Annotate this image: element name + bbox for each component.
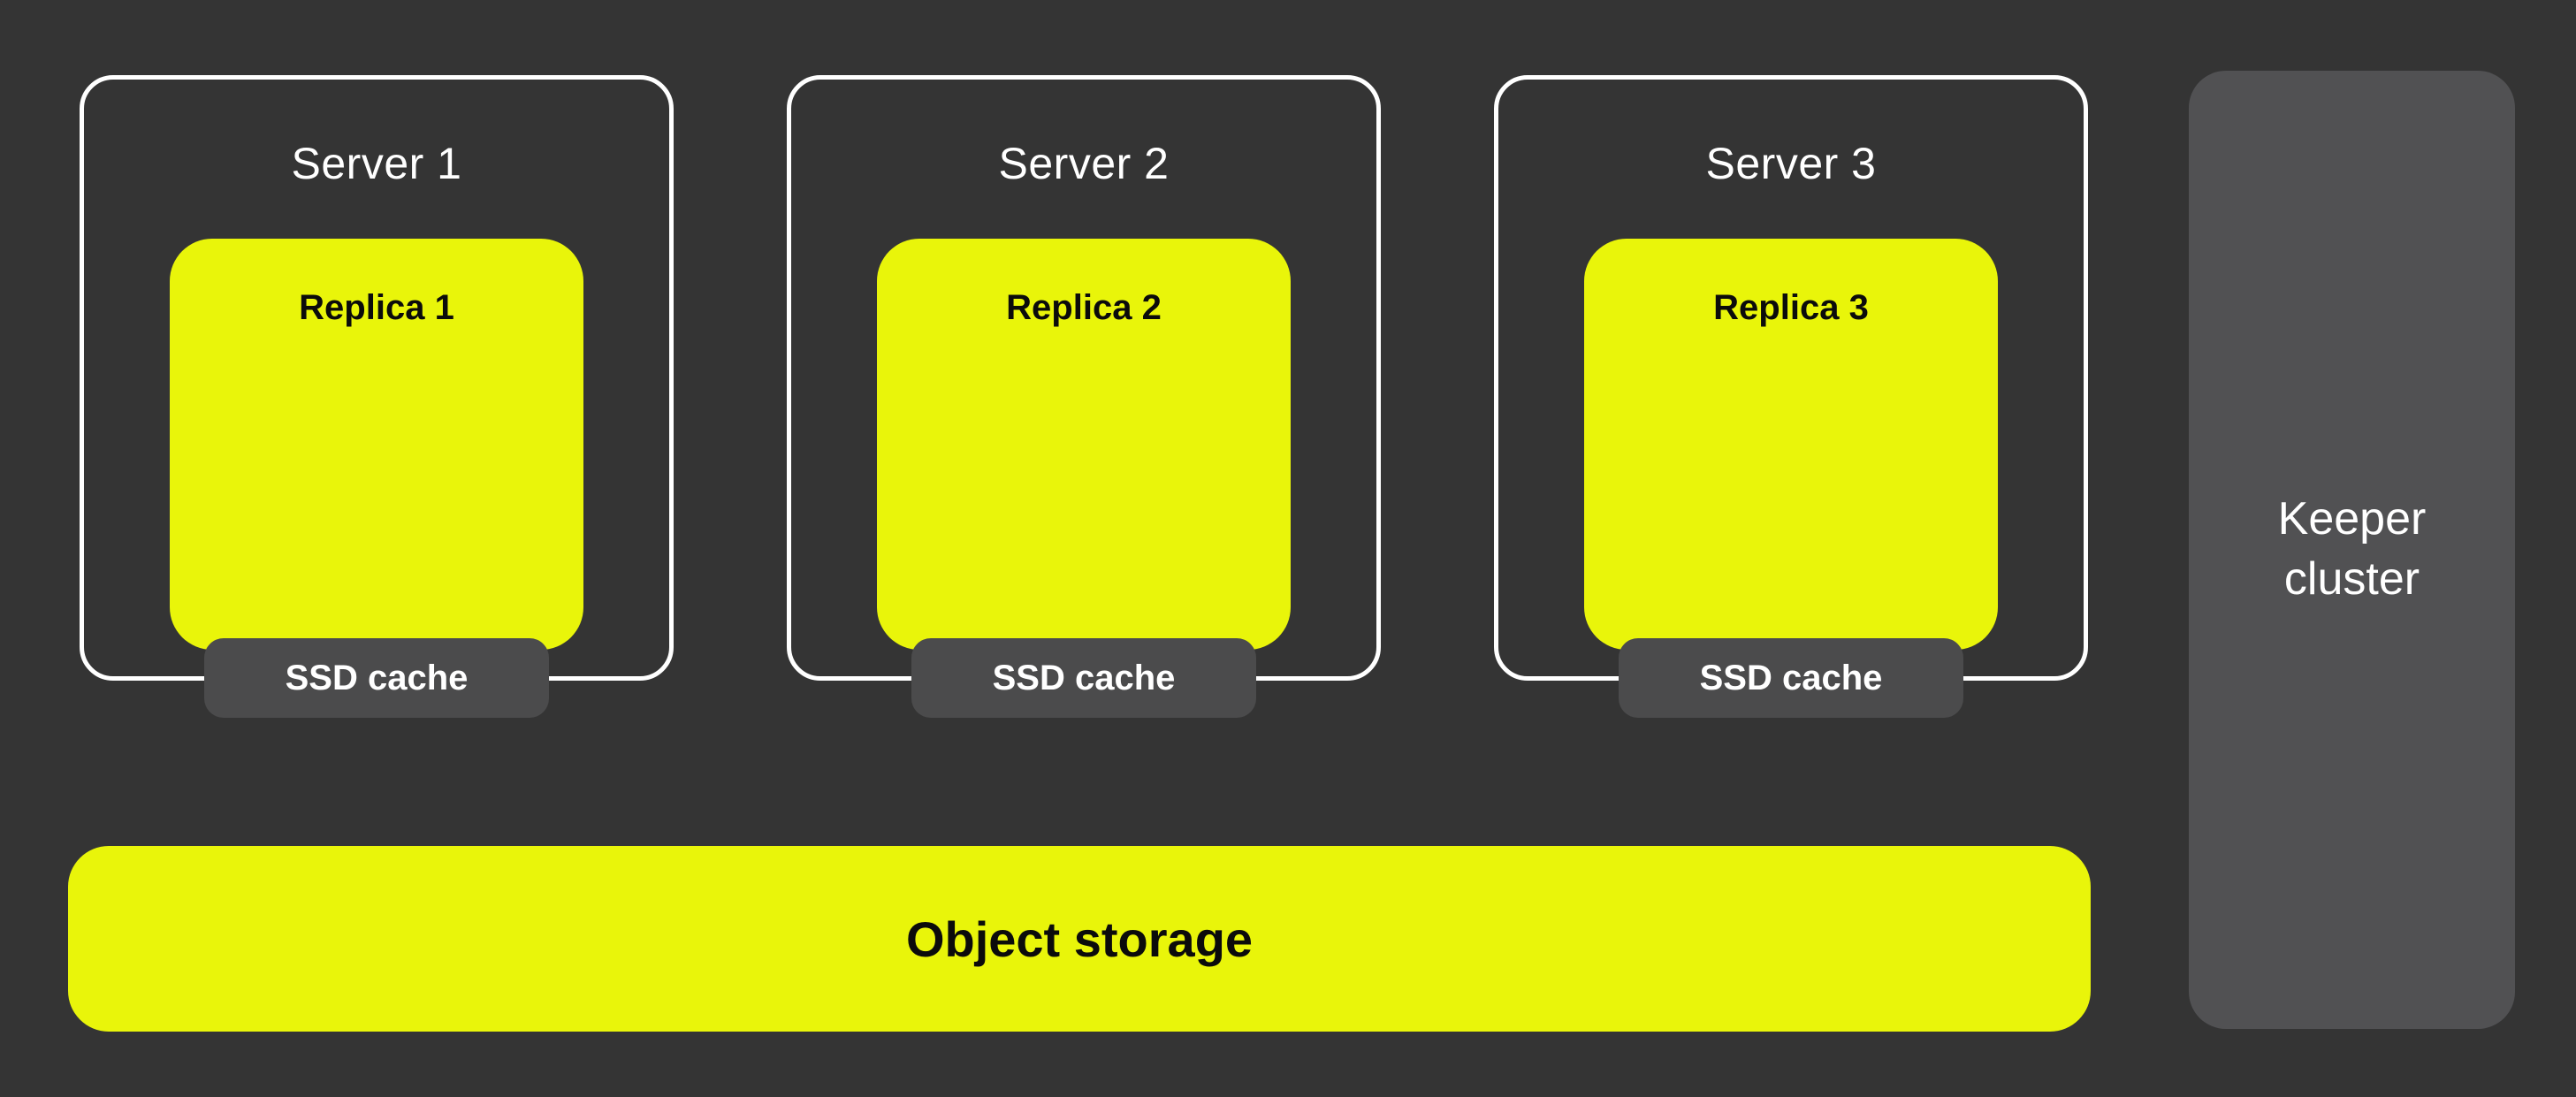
ssd-cache-label-3: SSD cache — [1699, 658, 1883, 697]
server-1-box: Server 1 Replica 1 SSD cache — [80, 75, 674, 718]
replica-1-label: Replica 1 — [299, 288, 454, 327]
replica-2-box: Replica 2 — [877, 239, 1291, 650]
server-2-title: Server 2 — [998, 139, 1170, 188]
server-3-box: Server 3 Replica 3 SSD cache — [1494, 75, 2088, 718]
ssd-cache-badge-3: SSD cache — [1619, 638, 1963, 718]
keeper-cluster-label: Keeper cluster — [2277, 493, 2427, 605]
ssd-cache-label-2: SSD cache — [992, 658, 1176, 697]
server-3-title: Server 3 — [1705, 139, 1877, 188]
ssd-cache-badge-2: SSD cache — [911, 638, 1256, 718]
server-2-box: Server 2 Replica 2 SSD cache — [787, 75, 1381, 718]
ssd-cache-badge-1: SSD cache — [204, 638, 549, 718]
keeper-cluster-panel: Keeper cluster — [2189, 71, 2515, 1029]
replica-1-box: Replica 1 — [170, 239, 583, 650]
ssd-cache-label-1: SSD cache — [285, 658, 469, 697]
object-storage-label: Object storage — [905, 910, 1254, 967]
replica-3-label: Replica 3 — [1713, 288, 1869, 327]
replica-2-label: Replica 2 — [1006, 288, 1162, 327]
object-storage-bar: Object storage — [68, 846, 2091, 1032]
server-1-title: Server 1 — [291, 139, 462, 188]
replica-3-box: Replica 3 — [1584, 239, 1998, 650]
